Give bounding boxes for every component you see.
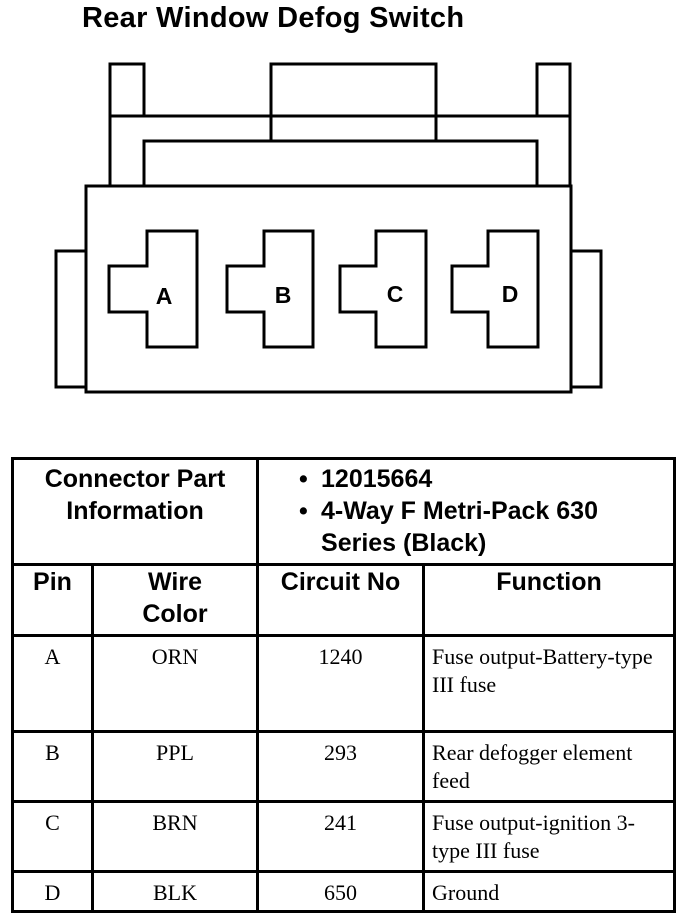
wire-color-cell: PPL (90, 730, 260, 803)
pin-cavity-c (338, 229, 428, 349)
connector-upper-body (108, 114, 572, 188)
table-row: C BRN 241 Fuse output-ignition 3-type II… (11, 800, 677, 873)
pin-cavity-b (225, 229, 315, 349)
function-cell: Ground (422, 870, 677, 913)
connector-info-table: Connector Part Information •12015664 •4-… (10, 457, 677, 913)
column-header-circuit: Circuit No (256, 563, 426, 637)
column-header-wire-color: Wire Color (90, 563, 260, 637)
wire-color-cell: BLK (90, 870, 260, 913)
pin-cell: C (11, 800, 94, 873)
wire-color-cell: BRN (90, 800, 260, 873)
connector-inner-step (142, 139, 539, 188)
center-top-tab (269, 62, 438, 143)
pin-label-b: B (275, 282, 292, 308)
table-row: A ORN 1240 Fuse output-Battery-type III … (11, 634, 677, 733)
table-row: D BLK 650 Ground (11, 870, 677, 913)
circuit-cell: 293 (256, 730, 426, 803)
part-number-item: •12015664 (299, 465, 433, 493)
right-top-tab (535, 62, 572, 118)
function-cell: Rear defogger element feed (422, 730, 677, 803)
table-row: B PPL 293 Rear defogger element feed (11, 730, 677, 803)
wire-color-cell: ORN (90, 634, 260, 733)
pin-cell: D (11, 870, 94, 913)
column-header-function: Function (422, 563, 677, 637)
part-info-label: Connector Part Information (10, 457, 260, 566)
connector-type-item: •4-Way F Metri-Pack 630 Series (Black) (299, 497, 598, 557)
right-side-flange (569, 249, 603, 389)
pin-cell: B (11, 730, 94, 803)
column-header-row: Pin Wire Color Circuit No Function (11, 563, 677, 637)
function-cell: Fuse output-Battery-type III fuse (422, 634, 677, 733)
left-top-tab (108, 62, 146, 118)
pin-cavity-a (107, 229, 199, 349)
pin-label-c: C (387, 281, 404, 307)
circuit-cell: 1240 (256, 634, 426, 733)
diagram-title: Rear Window Defog Switch (82, 2, 465, 34)
circuit-cell: 241 (256, 800, 426, 873)
left-side-flange (54, 249, 88, 389)
function-cell: Fuse output-ignition 3-type III fuse (422, 800, 677, 873)
pin-label-d: D (502, 281, 519, 307)
circuit-cell: 650 (256, 870, 426, 913)
column-header-pin: Pin (11, 563, 94, 637)
part-info-row: Connector Part Information •12015664 •4-… (10, 457, 677, 566)
pin-label-a: A (156, 283, 173, 309)
part-info-list: •12015664 •4-Way F Metri-Pack 630 Series… (256, 457, 677, 566)
connector-drawing: A B C D (54, 62, 603, 394)
pin-cavity-d (450, 229, 540, 349)
pin-cell: A (11, 634, 94, 733)
